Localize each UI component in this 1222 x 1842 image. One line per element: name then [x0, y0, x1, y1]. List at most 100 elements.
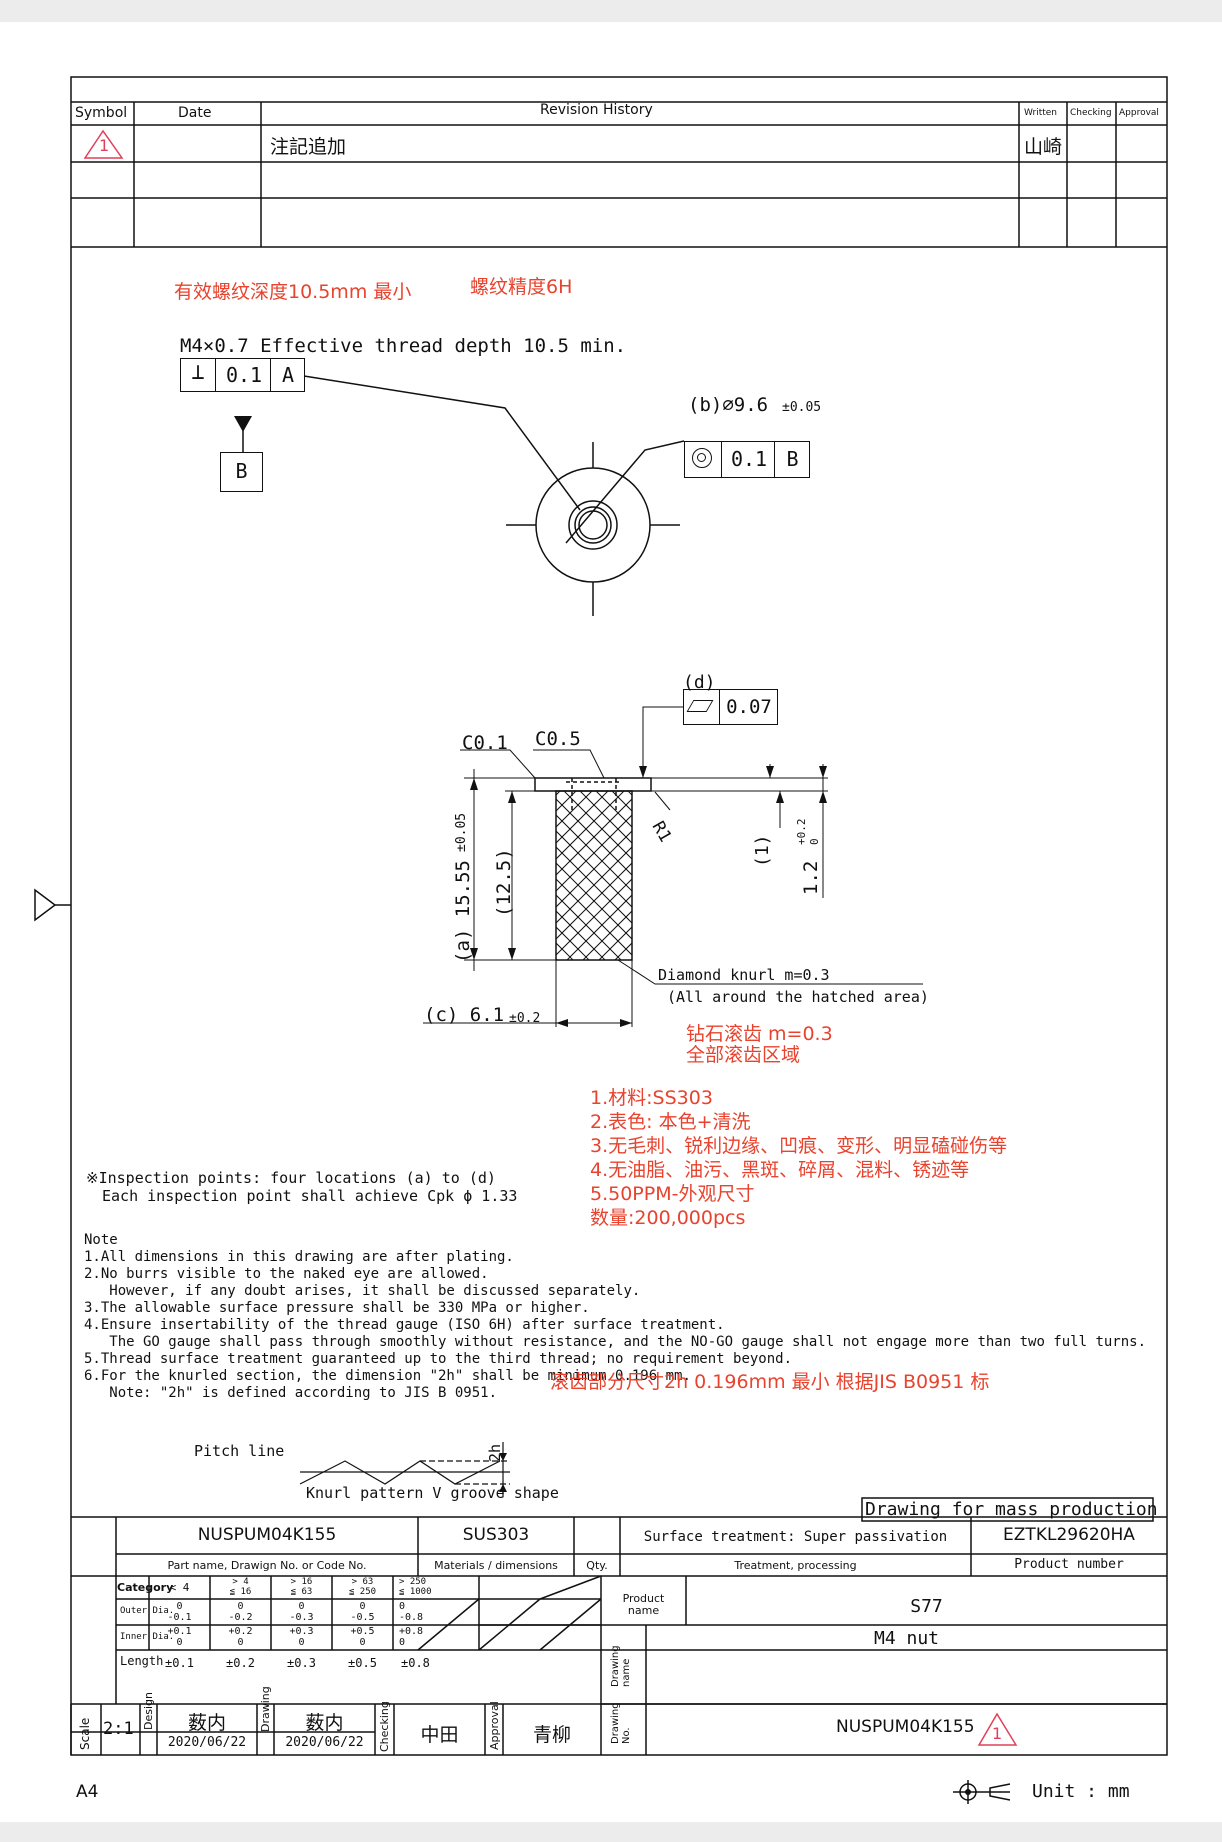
drawing-number: NUSPUM04K155: [836, 1717, 975, 1737]
rev-header-approval: Approval: [1119, 108, 1159, 118]
label-design: Design: [142, 1692, 155, 1730]
red-precision-note: 螺纹精度6H: [470, 276, 573, 298]
tol-outer-2: 0 -0.2: [228, 1601, 253, 1623]
label-checking: Checking: [378, 1701, 391, 1752]
tol-outer-4: 0 -0.5: [350, 1601, 375, 1623]
label-qty: Qty.: [586, 1559, 608, 1572]
red-h-note: 滚齿部分尺寸2h 0.196mm 最小 根据JIS B0951 标: [550, 1371, 990, 1393]
thread-spec: M4×0.7 Effective thread depth 10.5 min.: [180, 335, 627, 357]
product-name: S77: [910, 1596, 943, 1617]
tol-inner-4: +0.5 0: [350, 1626, 375, 1648]
concentricity-icon: [692, 448, 712, 468]
dim-a: (a) 15.55: [452, 860, 474, 963]
red-list-3: 3.无毛刺、锐利边缘、凹痕、变形、明显磕碰伤等: [590, 1135, 1008, 1157]
drawing-number-rev: 1: [992, 1724, 1003, 1743]
dim-1-2-tol-minus: 0: [808, 838, 821, 845]
knurl-note-1: Diamond knurl m=0.3: [658, 966, 830, 984]
drawing-lines: [34, 76, 1168, 1804]
tol-length-label: Length: [120, 1654, 164, 1668]
tol-outer-5: 0 -0.8: [399, 1601, 424, 1623]
tol-h1: < 4: [169, 1581, 190, 1594]
tol-outer-label: Outer Dia.: [120, 1606, 175, 1616]
drawing-by: 薮内: [305, 1712, 344, 1734]
mass-production-label: Drawing for mass production: [865, 1499, 1158, 1520]
tol-h3: > 16 ≦ 63: [290, 1577, 313, 1597]
note-line-5: 4.Ensure insertability of the thread gau…: [84, 1317, 725, 1333]
tol-inner-1: +0.1 0: [167, 1626, 192, 1648]
inspection-line-1: ※Inspection points: four locations (a) t…: [86, 1169, 496, 1187]
red-list-5: 5.50PPM-外观尺寸: [590, 1183, 755, 1205]
drawing-name: M4 nut: [873, 1628, 940, 1649]
rev-text: 注記追加: [270, 136, 347, 158]
fcf1-datum: A: [281, 363, 295, 387]
tol-h5: > 250 ≦ 1000: [399, 1577, 432, 1597]
fcf-concentricity: [684, 441, 810, 478]
tol-length-3: ±0.3: [287, 1656, 316, 1670]
tol-length-4: ±0.5: [348, 1656, 377, 1670]
fcf2-datum: B: [786, 447, 799, 471]
label-product-number: Product number: [1014, 1557, 1124, 1572]
design-by: 薮内: [187, 1712, 226, 1734]
surface-treatment: Surface treatment: Super passivation: [643, 1529, 948, 1545]
tol-inner-2: +0.2 0: [228, 1626, 253, 1648]
checking-by: 中田: [420, 1724, 459, 1746]
fcf2-value: 0.1: [730, 447, 768, 471]
chamfer-c05: C0.5: [535, 728, 581, 750]
dim-1: (1): [752, 834, 773, 867]
note-line-8: 6.For the knurled section, the dimension…: [84, 1368, 691, 1384]
label-approval: Approval: [488, 1701, 501, 1750]
red-list-4: 4.无油脂、油污、黑斑、碎屑、混料、锈迹等: [590, 1159, 970, 1181]
tol-length-1: ±0.1: [165, 1656, 194, 1670]
tol-inner-3: +0.3 0: [289, 1626, 314, 1648]
dim-a-tolerance: ±0.05: [454, 812, 469, 852]
diameter-label: (b)∅9.6: [688, 394, 769, 416]
rev-symbol: 1: [99, 136, 110, 155]
tol-inner-5: +0.8 0: [399, 1626, 424, 1648]
tol-h2: > 4 ≦ 16: [229, 1577, 252, 1597]
label-scale: Scale: [78, 1717, 92, 1750]
fcf-flatness: [683, 689, 778, 725]
d-label: (d): [683, 672, 716, 693]
rev-header-history: Revision History: [540, 102, 653, 118]
product-number: EZTKL29620HA: [1003, 1525, 1135, 1545]
tol-category: Category: [117, 1581, 174, 1594]
inspection-line-2: Each inspection point shall achieve Cpk …: [102, 1187, 518, 1205]
fcf-perpendicularity: [180, 358, 305, 392]
label-product-name: Product name: [622, 1592, 665, 1617]
rev-header-written: Written: [1024, 108, 1057, 118]
approval-by: 青柳: [532, 1724, 571, 1746]
perpendicularity-icon: ⊥: [191, 360, 205, 385]
drawing-date: 2020/06/22: [285, 1735, 364, 1750]
rev-written: 山崎: [1024, 136, 1063, 158]
dim-1-2-tol-plus: +0.2: [795, 818, 808, 846]
chamfer-c01: C0.1: [462, 732, 508, 754]
material: SUS303: [462, 1525, 530, 1545]
red-list-1: 1.材料:SS303: [590, 1087, 713, 1109]
notes-title: Note: [84, 1232, 118, 1248]
tol-outer-1: 0 -0.1: [167, 1601, 192, 1623]
datum-b-label: B: [235, 459, 248, 483]
rev-header-symbol: Symbol: [75, 105, 128, 121]
dim-1-2: 1.2: [800, 860, 822, 895]
knurl-2h-label: 2h: [486, 1443, 504, 1462]
datum-b-box: [220, 452, 263, 492]
design-date: 2020/06/22: [167, 1735, 247, 1750]
note-line-3: However, if any doubt arises, it shall b…: [84, 1283, 641, 1299]
label-material: Materials / dimensions: [434, 1559, 558, 1572]
tol-length-2: ±0.2: [226, 1656, 255, 1670]
rev-header-checking: Checking: [1070, 108, 1112, 118]
drawing-sheet: Symbol Date Revision History Written Che…: [0, 22, 1222, 1822]
note-line-9: Note: "2h" is defined according to JIS B…: [84, 1385, 498, 1401]
note-line-7: 5.Thread surface treatment guaranteed up…: [84, 1351, 793, 1367]
knurl-caption: Knurl pattern V groove shape: [306, 1484, 559, 1502]
red-depth-note: 有效螺纹深度10.5mm 最小: [174, 281, 412, 303]
dim-c: (c) 6.1: [424, 1004, 505, 1026]
tol-h4: > 63 ≦ 250: [348, 1577, 377, 1597]
label-drawing: Drawing: [259, 1686, 272, 1732]
red-list-6: 数量:200,000pcs: [590, 1207, 746, 1229]
scale-value: 2:1: [103, 1719, 134, 1739]
note-line-2: 2.No burrs visible to the naked eye are …: [84, 1266, 489, 1282]
red-knurl-1: 钻石滚齿 m=0.3: [686, 1023, 833, 1045]
fcf1-value: 0.1: [225, 363, 263, 387]
label-part: Part name, Drawign No. or Code No.: [167, 1559, 367, 1572]
